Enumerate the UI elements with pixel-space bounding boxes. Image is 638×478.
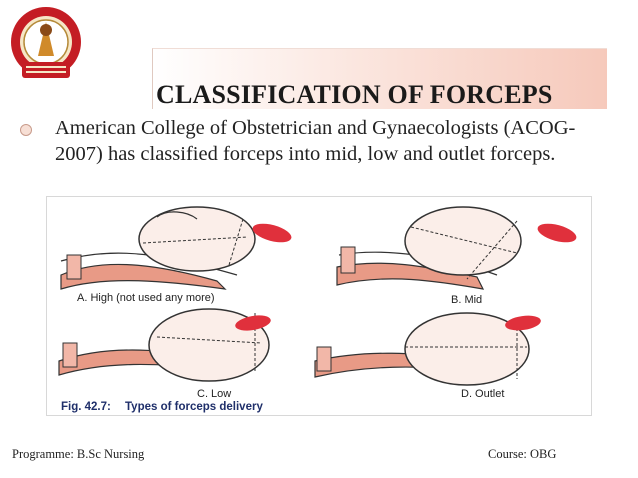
panel-b-label: B. Mid: [451, 294, 482, 306]
panel-b-illustration: [336, 206, 577, 290]
bullet-text: American College of Obstetrician and Gyn…: [55, 117, 576, 165]
panel-d-label: D. Outlet: [461, 388, 504, 400]
panel-d-illustration: [314, 312, 541, 386]
slide-title: CLASSIFICATION OF FORCEPS: [156, 80, 553, 109]
bullet-icon: [20, 124, 32, 136]
footer-course: Course: OBG: [488, 447, 557, 461]
figure-caption-text: Types of forceps delivery: [125, 401, 263, 413]
panel-a-illustration: [60, 206, 292, 290]
panel-c-label: C. Low: [197, 388, 231, 400]
panel-c-illustration: [58, 308, 271, 382]
figure-caption-number: Fig. 42.7:: [61, 401, 111, 413]
footer-programme: Programme: B.Sc Nursing: [12, 447, 145, 461]
university-logo: [6, 4, 86, 88]
title-banner: [152, 48, 607, 109]
panel-a-label: A. High (not used any more): [77, 292, 215, 304]
forceps-figure: A. High (not used any more) B. Mid C. Lo…: [46, 196, 592, 416]
